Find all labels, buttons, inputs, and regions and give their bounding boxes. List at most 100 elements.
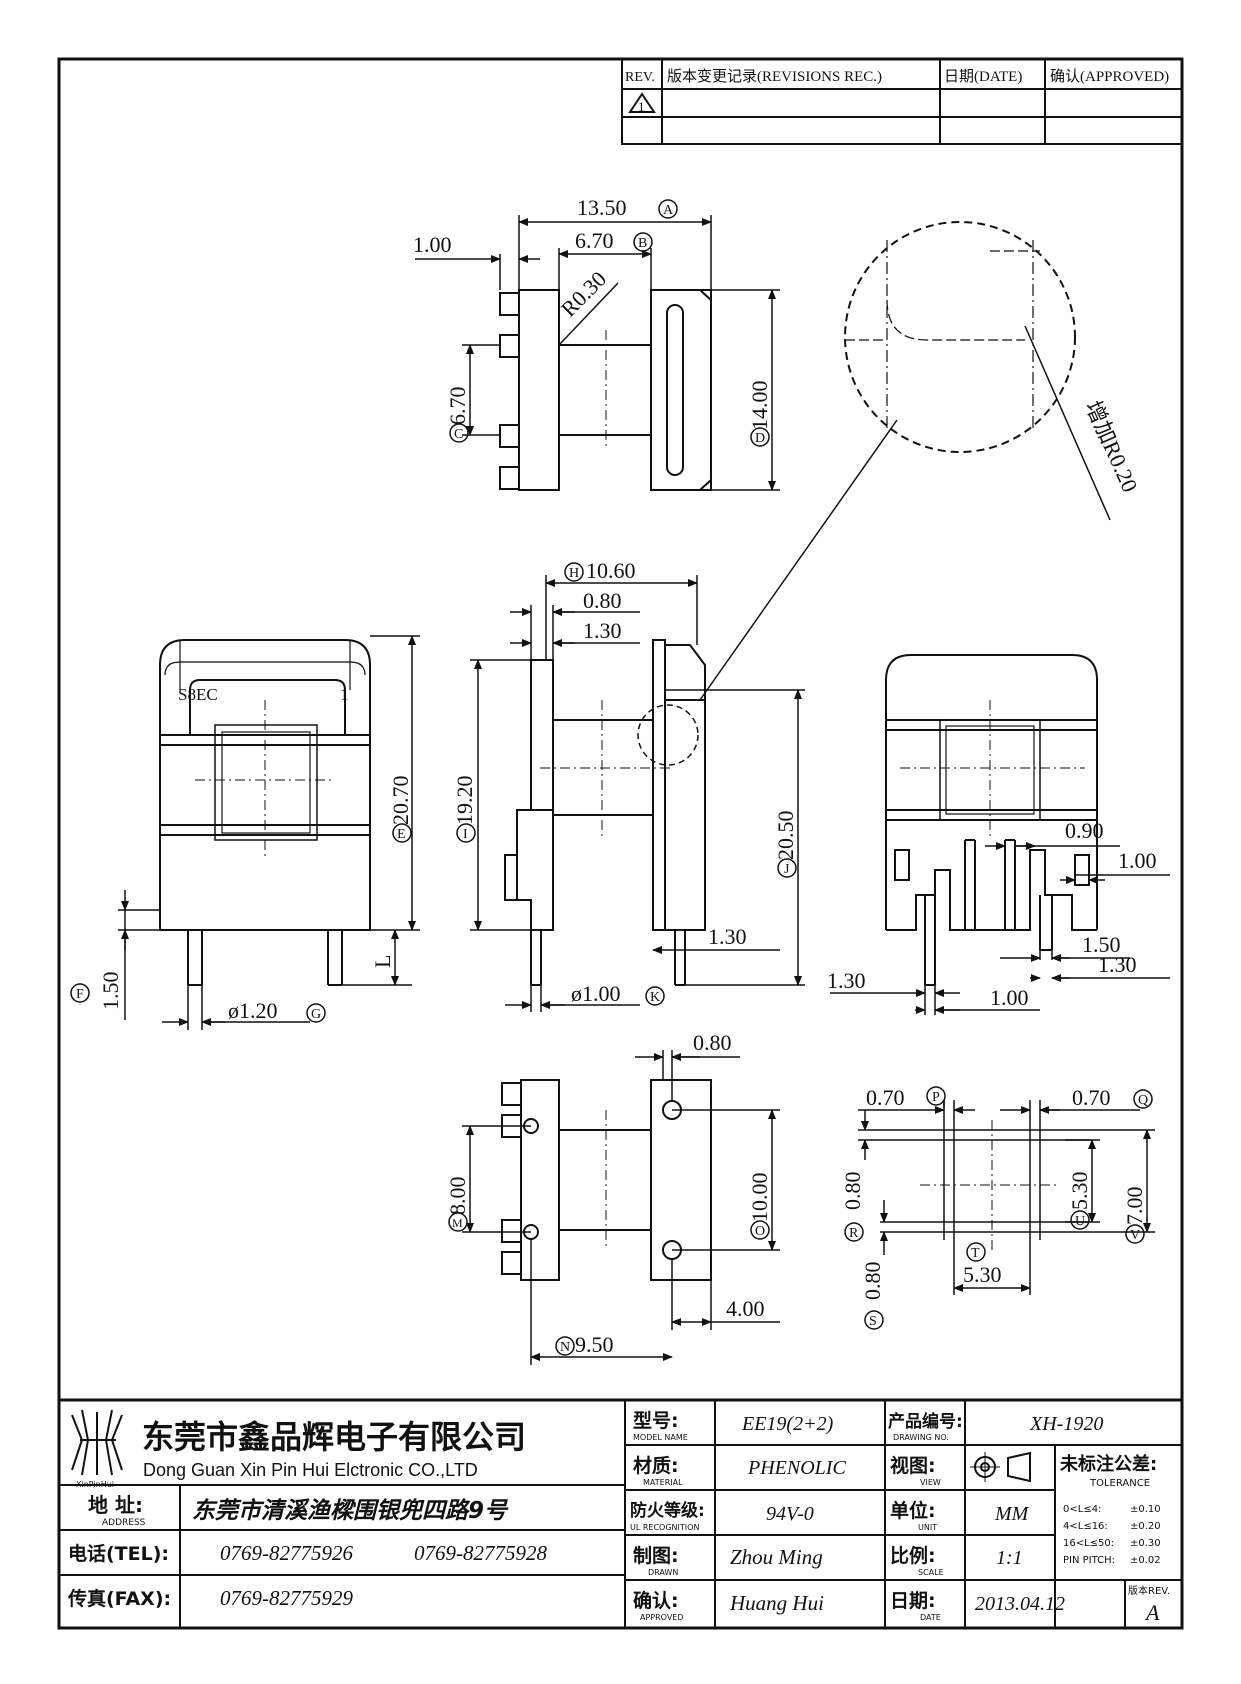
approved-header: 确认(APPROVED) — [1050, 68, 1169, 85]
tag-u: U — [1070, 1210, 1090, 1230]
tag-v: V — [1125, 1224, 1145, 1244]
address-value: 东莞市清溪渔樑围银兜四路9号 — [192, 1497, 509, 1524]
material-label-en: MATERIAL — [643, 1478, 683, 1487]
front-mark-s8ec: S8EC — [178, 685, 218, 704]
tag-m: M — [448, 1212, 468, 1232]
ul-value: 94V-0 — [766, 1503, 814, 1525]
dim-0-80-bottom: 0.80 — [693, 1030, 732, 1055]
svg-text:V: V — [1130, 1228, 1140, 1243]
drawn-value: Zhou Ming — [730, 1545, 823, 1569]
dim-1-00-rear-top: 1.00 — [1118, 848, 1157, 873]
dim-8-00: 8.00 — [445, 1177, 470, 1216]
tag-j: J — [777, 858, 797, 878]
svg-text:I: I — [463, 827, 468, 842]
material-value: PHENOLIC — [747, 1457, 846, 1479]
rev-triangle-number: 1 — [638, 99, 645, 114]
tag-q: Q — [1133, 1089, 1153, 1109]
tolerance-value-4: ±0.02 — [1130, 1555, 1161, 1566]
svg-text:D: D — [755, 431, 765, 446]
title-block-grid — [59, 1398, 1182, 1628]
drawn-label-en: DRAWN — [648, 1568, 678, 1577]
drawing-no-label: 产品编号: — [888, 1411, 963, 1432]
revisions-header: 版本变更记录(REVISIONS REC.) — [667, 68, 882, 85]
rev-label: 版本REV. — [1128, 1584, 1170, 1597]
svg-text:U: U — [1075, 1214, 1085, 1229]
dim-0-80-s: 0.80 — [860, 1262, 885, 1301]
tag-e: E — [392, 823, 412, 843]
tolerance-range-4: PIN PITCH: — [1063, 1555, 1115, 1566]
tel-label: 电话(TEL): — [68, 1542, 169, 1565]
rev-value: A — [1144, 1600, 1160, 1625]
rear-view-drawing — [885, 654, 1098, 986]
material-label: 材质: — [633, 1454, 679, 1477]
dim-dia-1-20: ø1.20 — [228, 998, 278, 1023]
dim-1-30-rear-left: 1.30 — [827, 968, 866, 993]
fax-label: 传真(FAX): — [67, 1587, 171, 1610]
detail-note-r0-20: 增加R0.20 — [1080, 397, 1142, 496]
drawing-no-value: XH-1920 — [1029, 1413, 1103, 1435]
bottom-view-dimensions — [462, 1050, 780, 1365]
tolerance-value-2: ±0.20 — [1130, 1521, 1161, 1532]
dim-1-00-rear-bottom: 1.00 — [990, 985, 1029, 1010]
scale-label-en: SCALE — [918, 1568, 944, 1577]
dim-1-30-side-top: 1.30 — [583, 618, 622, 643]
tolerance-range-2: 4<L≤16: — [1063, 1521, 1108, 1532]
dim-14-00: 14.00 — [747, 381, 772, 431]
drawing-no-label-en: DRAWING NO. — [893, 1433, 949, 1442]
svg-text:C: C — [454, 427, 463, 442]
svg-text:H: H — [569, 566, 579, 581]
svg-text:G: G — [311, 1007, 321, 1022]
tolerance-label: 未标注公差: — [1060, 1453, 1157, 1475]
dim-20-50: 20.50 — [773, 811, 798, 861]
tag-c: C — [449, 423, 469, 443]
side-view-dimensions — [470, 575, 805, 1012]
rear-view-dimensions — [830, 840, 1170, 1015]
tag-r: R — [844, 1222, 864, 1242]
dim-0-70-q: 0.70 — [1072, 1085, 1111, 1110]
svg-text:O: O — [755, 1224, 765, 1239]
tag-n: N — [555, 1336, 575, 1356]
date-label: 日期: — [890, 1590, 936, 1612]
svg-text:R: R — [849, 1226, 859, 1241]
svg-text:F: F — [76, 987, 84, 1002]
svg-text:B: B — [638, 236, 647, 251]
svg-text:J: J — [784, 862, 790, 877]
tag-o: O — [750, 1220, 770, 1240]
revision-block — [621, 58, 1183, 145]
tag-f: F — [70, 983, 90, 1003]
tag-g: G — [306, 1003, 326, 1023]
top-view-dimensions — [415, 215, 780, 491]
dim-5-30-t: 5.30 — [963, 1262, 1002, 1287]
tag-h: H — [564, 562, 584, 582]
top-view-drawing — [499, 289, 712, 491]
view-label-en: VIEW — [920, 1478, 941, 1487]
dim-10-00: 10.00 — [747, 1173, 772, 1223]
company-logo — [71, 1409, 123, 1476]
tag-d: D — [750, 427, 770, 447]
unit-value: MM — [994, 1503, 1030, 1525]
view-label: 视图: — [890, 1454, 936, 1477]
radius-r0-30: R0.30 — [556, 266, 611, 321]
front-view-drawing — [159, 639, 371, 986]
date-value: 2013.04.12 — [975, 1593, 1065, 1615]
fax-value: 0769-82775929 — [220, 1586, 353, 1610]
company-name-cn: 东莞市鑫品辉电子有限公司 — [142, 1418, 526, 1456]
ul-label-en: UL RECOGNITION — [630, 1523, 699, 1532]
dim-l: L — [370, 955, 395, 968]
tag-k: K — [645, 986, 665, 1006]
svg-text:K: K — [650, 990, 660, 1005]
tel-2: 0769-82775928 — [414, 1541, 547, 1565]
date-header: 日期(DATE) — [944, 68, 1022, 85]
dim-20-70: 20.70 — [388, 776, 413, 826]
dim-0-80-side: 0.80 — [583, 588, 622, 613]
svg-text:E: E — [397, 827, 406, 842]
tag-b: B — [633, 232, 653, 252]
tag-s: S — [864, 1310, 884, 1330]
svg-text:M: M — [452, 1216, 463, 1230]
svg-text:S: S — [869, 1314, 877, 1329]
rev-header: REV. — [625, 70, 655, 85]
dim-0-80-r: 0.80 — [840, 1172, 865, 1211]
dim-1-50-rear: 1.50 — [1082, 932, 1121, 957]
dim-dia-1-00: ø1.00 — [571, 981, 621, 1006]
